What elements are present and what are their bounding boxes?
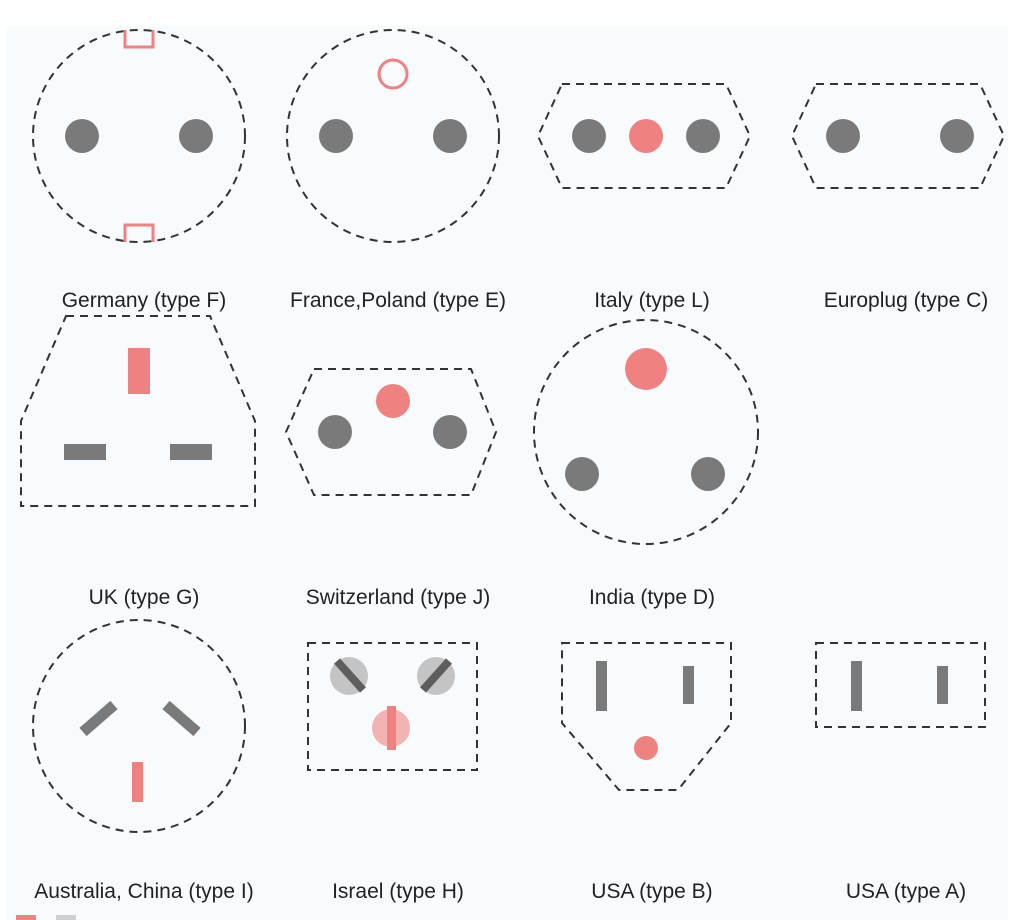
switzerland-pin-right bbox=[433, 415, 467, 449]
france-pin-left bbox=[319, 119, 353, 153]
australia-pin-left bbox=[79, 700, 118, 737]
israel-pin-left-blade bbox=[334, 658, 366, 693]
switzerland-pin-left bbox=[318, 415, 352, 449]
label-europlug: Europlug (type C) bbox=[823, 289, 989, 312]
uk-pin-left bbox=[64, 444, 106, 460]
plug-types-diagram bbox=[16, 29, 1006, 920]
label-uk: UK (type G) bbox=[88, 586, 200, 609]
label-germany: Germany (type F) bbox=[61, 289, 227, 312]
france-pin-right bbox=[433, 119, 467, 153]
india-outline bbox=[533, 319, 759, 545]
israel-earth-pin-blade bbox=[387, 706, 396, 750]
uk-pin-right bbox=[170, 444, 212, 460]
usab-pin-left bbox=[596, 661, 607, 711]
usab-pin-right bbox=[683, 666, 694, 704]
label-israel: Israel (type H) bbox=[332, 880, 464, 903]
germany-pin-left bbox=[65, 119, 99, 153]
label-france-poland: France,Poland (type E) bbox=[290, 289, 506, 312]
france-earth-receptacle bbox=[377, 58, 409, 90]
germany-outline bbox=[32, 29, 246, 243]
switzerland-outline bbox=[284, 368, 498, 496]
legend-swatch-pin bbox=[56, 915, 76, 920]
israel-outline bbox=[307, 642, 478, 771]
uk-earth-pin bbox=[128, 348, 150, 394]
italy-pin-left bbox=[572, 119, 606, 153]
germany-earth-clip-top bbox=[123, 30, 155, 49]
uk-outline bbox=[20, 315, 256, 507]
usaa-pin-left bbox=[851, 661, 862, 711]
diagram-canvas: Germany (type F) France,Poland (type E) … bbox=[6, 26, 1008, 920]
legend-swatch-earth bbox=[16, 915, 36, 920]
germany-earth-clip-bottom bbox=[123, 223, 155, 242]
europlug-pin-right bbox=[940, 119, 974, 153]
label-switzerland: Switzerland (type J) bbox=[305, 586, 491, 609]
india-pin-left bbox=[565, 457, 599, 491]
italy-earth-pin bbox=[629, 119, 663, 153]
usaa-outline bbox=[815, 642, 986, 728]
italy-pin-right bbox=[686, 119, 720, 153]
label-italy: Italy (type L) bbox=[594, 289, 710, 312]
label-usa-type-b: USA (type B) bbox=[591, 880, 713, 903]
australia-outline bbox=[32, 619, 246, 833]
france-outline bbox=[286, 29, 500, 243]
europlug-pin-left bbox=[826, 119, 860, 153]
label-india: India (type D) bbox=[588, 586, 716, 609]
label-usa-type-a: USA (type A) bbox=[845, 880, 967, 903]
australia-pin-right bbox=[162, 700, 201, 737]
usab-earth-pin bbox=[634, 736, 658, 760]
switzerland-earth-pin bbox=[376, 384, 410, 418]
usab-outline bbox=[561, 642, 732, 791]
label-australia-china: Australia, China (type I) bbox=[34, 880, 254, 903]
usaa-pin-right bbox=[937, 666, 948, 704]
israel-pin-right-blade bbox=[420, 658, 452, 693]
india-pin-right bbox=[691, 457, 725, 491]
germany-pin-right bbox=[179, 119, 213, 153]
india-earth-pin bbox=[625, 348, 667, 390]
australia-earth-pin bbox=[132, 762, 143, 802]
